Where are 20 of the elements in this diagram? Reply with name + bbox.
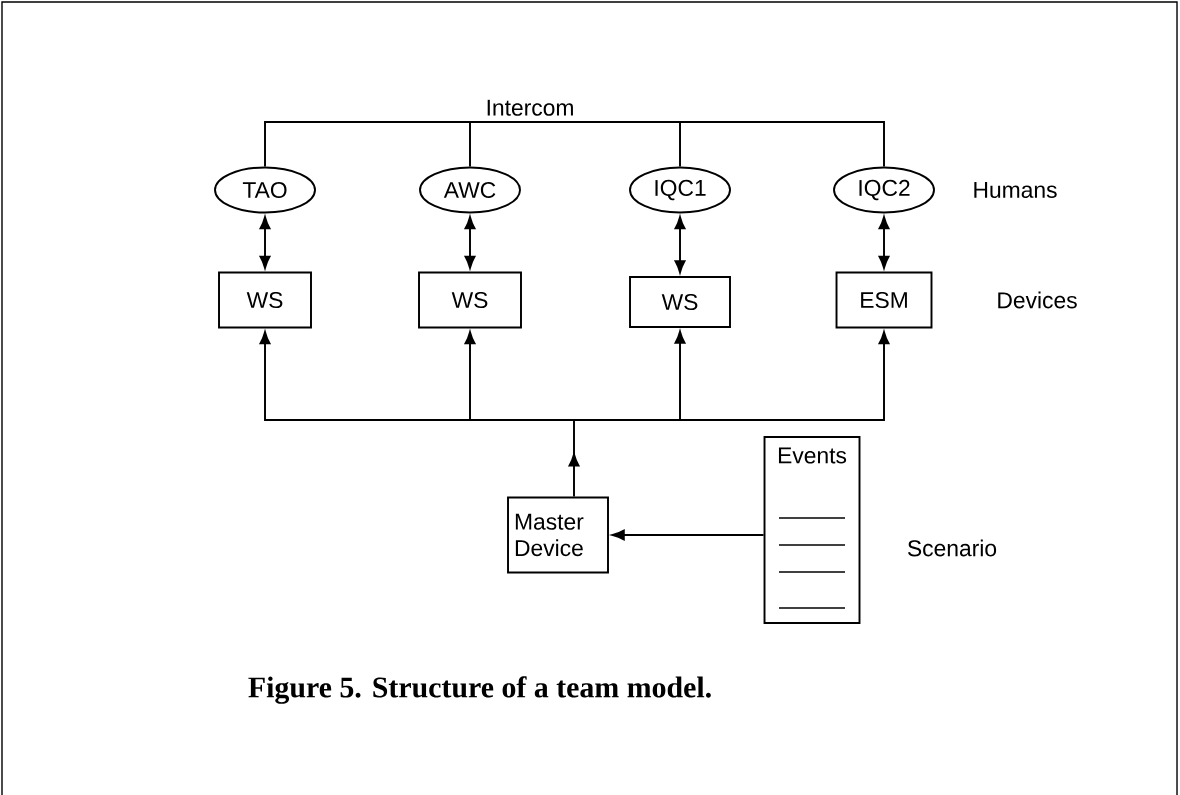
layer-label: Scenario: [908, 539, 997, 557]
device-box: WS: [218, 271, 312, 329]
double-arrow: [259, 216, 271, 269]
connector-line: [469, 121, 531, 168]
device-box: WS: [629, 276, 731, 328]
arrow: [464, 331, 575, 421]
master-device-box: Master Device: [507, 496, 609, 574]
bus-label: Intercom: [487, 99, 573, 116]
arrow: [568, 419, 580, 498]
device-box: WS: [418, 271, 522, 329]
double-arrow: [674, 216, 686, 274]
event-list-box: Events: [763, 436, 861, 624]
layer-label: Devices: [998, 291, 1077, 309]
connector-line: [529, 121, 885, 168]
figure-caption: Figure 5. Structure of a team model.: [248, 676, 711, 704]
double-arrow: [878, 216, 890, 269]
layer-label: Humans: [974, 182, 1057, 198]
double-arrow: [464, 216, 476, 269]
device-box: ESM: [835, 271, 933, 329]
arrow: [611, 529, 765, 541]
